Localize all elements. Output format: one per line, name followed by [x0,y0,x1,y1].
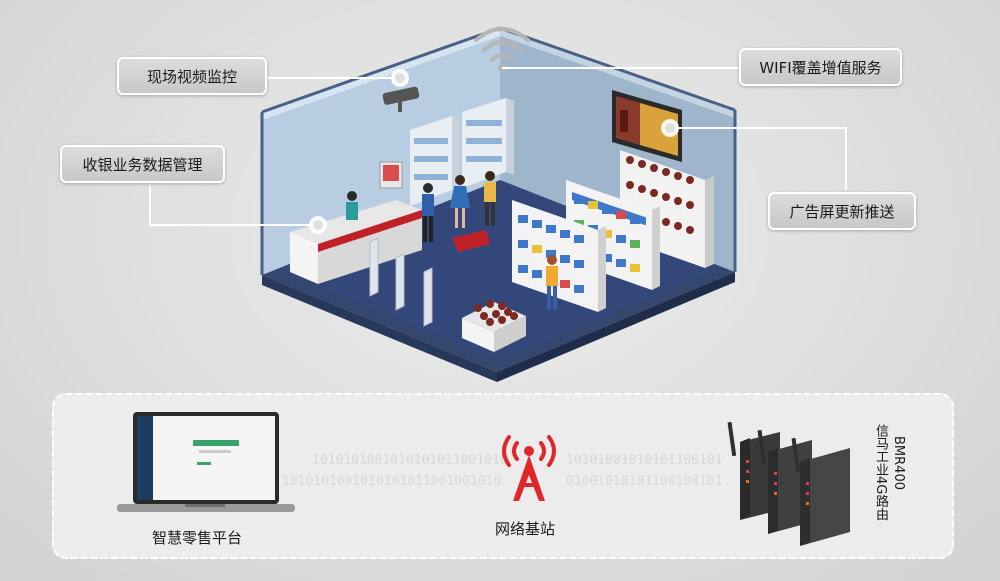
base-station-label: 网络基站 [495,520,556,538]
platform-label: 智慧零售平台 [152,529,243,547]
callout-wifi-label: WIFI覆盖增值服务 [759,58,882,77]
binary-stream-1: 1010101001010101011001010 [312,453,508,468]
wall-shelf-left [410,116,460,206]
callout-lines [149,67,847,226]
callout-video-surveillance: 现场视频监控 [117,57,267,95]
callout-cashier-data: 收银业务数据管理 [60,145,225,183]
wall-shelf-right [462,98,514,188]
store-left-wall [262,28,500,275]
binary-stream-2: 1010101001010101011001001010 [282,474,502,489]
binary-stream-4: 01001010101100100101 [566,474,723,489]
callout-video-label: 现场视频监控 [146,67,237,86]
base-station-icon [502,435,556,501]
router-model-label: BMR400 [891,436,906,490]
router-icon [727,421,850,546]
cashier-person [346,191,358,220]
router-name-label: 信马工业4G路由 [873,424,888,521]
callout-ad-label: 广告屏更新推送 [789,202,895,221]
wifi-icon [474,27,530,62]
line-ad [670,127,847,190]
customer-1 [422,183,434,242]
callout-wifi-service: WIFI覆盖增值服务 [739,48,902,86]
line-cashier [149,185,318,226]
customer-2 [450,175,470,228]
customer-3 [484,171,496,226]
laptop-icon [117,412,295,512]
binary-stream-3: 10101001010101100101 [566,453,723,468]
shopping-basket [452,230,490,252]
callout-ad-push: 广告屏更新推送 [768,192,916,230]
wine-display [462,300,526,352]
callout-cashier-label: 收银业务数据管理 [82,155,203,174]
security-gate [369,237,433,327]
camera-icon [382,86,420,112]
customer-4 [546,255,558,310]
ad-screen [612,90,682,162]
callout-markers [309,69,679,234]
